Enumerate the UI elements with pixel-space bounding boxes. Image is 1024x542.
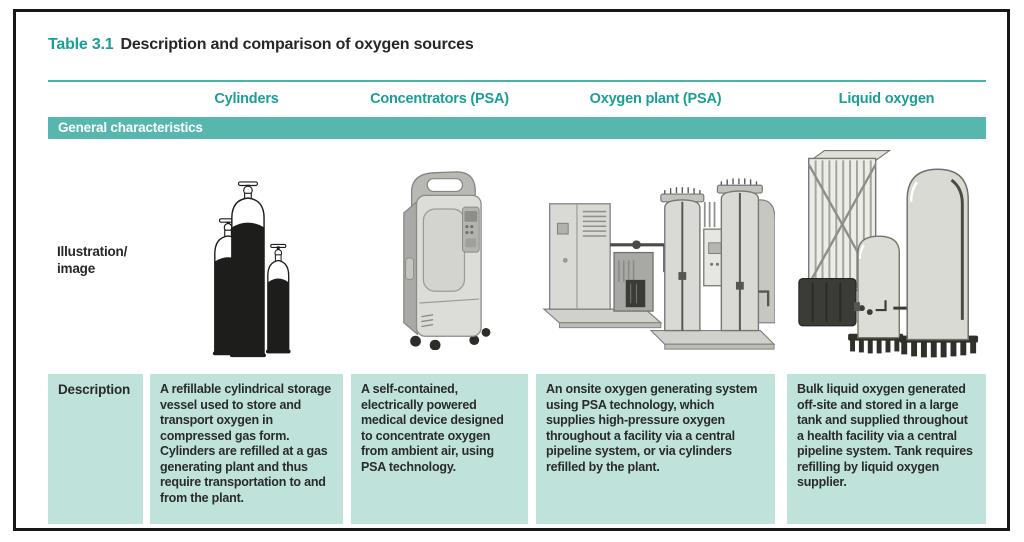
row-label-illustration-line1: Illustration/: [57, 244, 128, 259]
table-title-text: Description and comparison of oxygen sou…: [120, 36, 474, 53]
description-cell-cylinders: A refillable cylindrical storage vessel …: [150, 374, 343, 524]
illustration-oxygen-plant: [536, 150, 775, 358]
row-label-description: Description: [48, 374, 143, 524]
description-cell-concentrators: A self-contained, electrically powered m…: [351, 374, 528, 524]
column-header-concentrators: Concentrators (PSA): [370, 91, 509, 107]
column-header-oxygen-plant: Oxygen plant (PSA): [589, 91, 722, 107]
illustration-cylinders: [150, 178, 343, 360]
oxygen-cylinders-icon: [212, 181, 291, 358]
table-number: Table 3.1: [48, 36, 114, 53]
column-header-cylinders: Cylinders: [214, 91, 279, 107]
illustration-concentrator: [351, 162, 528, 350]
row-label-illustration: Illustration/ image: [57, 243, 127, 277]
liquid-oxygen-tank-icon: [797, 150, 978, 358]
table-title: Table 3.1 Description and comparison of o…: [48, 36, 474, 54]
section-band-general-characteristics: General characteristics: [48, 117, 986, 139]
description-cell-liquid-oxygen: Bulk liquid oxygen generated off-site an…: [787, 374, 986, 524]
oxygen-concentrator-icon: [402, 171, 490, 350]
psa-oxygen-plant-icon: [542, 178, 775, 350]
illustration-liquid-oxygen: [787, 140, 986, 360]
description-cell-oxygen-plant: An onsite oxygen generating system using…: [536, 374, 775, 524]
row-label-illustration-line2: image: [57, 261, 96, 276]
column-header-liquid-oxygen: Liquid oxygen: [838, 91, 935, 107]
header-divider-rule: [48, 80, 986, 82]
